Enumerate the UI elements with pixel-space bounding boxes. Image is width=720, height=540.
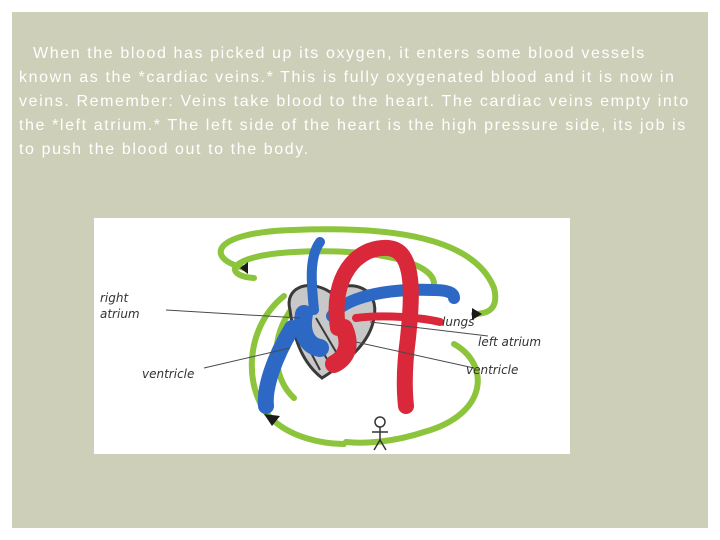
vena-cava-upper xyxy=(306,237,325,315)
pointer-right-ventricle xyxy=(203,347,291,369)
pulmonary-vein xyxy=(352,312,444,326)
top-outer-arrow xyxy=(217,226,499,317)
left-ventricle-chamber xyxy=(325,319,357,373)
label-pointers xyxy=(165,309,489,369)
slide-paragraph: When the blood has picked up its oxygen,… xyxy=(19,45,690,158)
label-lungs: lungs xyxy=(442,315,474,329)
vena-cava-lower xyxy=(257,320,300,414)
heart-circulation-diagram: right atrium ventricle lungs left atrium… xyxy=(94,218,570,454)
right-lower-arrow xyxy=(343,341,481,446)
arrow-head-body xyxy=(264,414,280,426)
label-left-atrium: left atrium xyxy=(478,335,541,349)
oxygenated-vessels xyxy=(325,239,444,414)
top-inner-arrow xyxy=(232,248,437,287)
aorta-arch xyxy=(328,239,419,414)
label-right-atrium-2: atrium xyxy=(100,307,140,321)
right-atrium-chamber xyxy=(294,305,329,357)
pointer-left-ventricle xyxy=(355,341,475,369)
deoxygenated-vessels xyxy=(257,237,460,414)
heart-diagram-svg: right atrium ventricle lungs left atrium… xyxy=(100,226,541,451)
pulmonary-artery xyxy=(326,283,460,322)
arrow-head-lungs xyxy=(472,308,482,320)
body-stick-figure-icon xyxy=(372,416,388,451)
label-left-ventricle: ventricle xyxy=(466,363,518,377)
arrow-head-top xyxy=(240,262,248,274)
pointer-right-atrium xyxy=(165,309,301,319)
pointer-left-atrium xyxy=(369,321,489,337)
label-right-atrium-1: right xyxy=(100,291,129,305)
slide: When the blood has picked up its oxygen,… xyxy=(12,12,708,528)
label-right-ventricle: ventricle xyxy=(142,367,194,381)
arrow-heads xyxy=(240,262,482,426)
